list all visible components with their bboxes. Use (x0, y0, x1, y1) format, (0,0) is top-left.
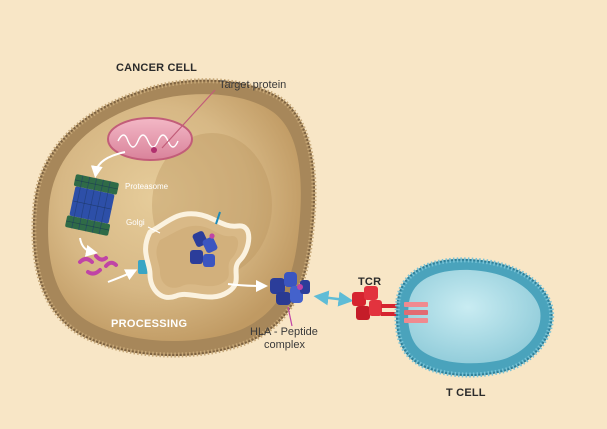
arrow-to-proteasome (90, 151, 126, 178)
label-hla-line1: HLA - Peptide (250, 326, 318, 338)
label-t-cell: T CELL (446, 387, 486, 399)
label-proteasome: Proteasome (125, 182, 169, 191)
label-cancer-cell: CANCER CELL (116, 62, 198, 74)
hla-peptide-complex (270, 272, 310, 305)
arrow-to-tap (107, 269, 138, 283)
t-cell-membrane-texture (394, 257, 555, 378)
t-cell (394, 257, 555, 378)
hla-leader (287, 306, 293, 327)
label-golgi: Golgi (126, 218, 145, 227)
arrow-to-surface (227, 279, 268, 292)
label-tcr: TCR (358, 276, 382, 288)
interaction-arrow (313, 290, 354, 307)
peptide-fragments (78, 254, 118, 276)
label-processing: PROCESSING (111, 318, 188, 330)
label-target-protein: Target protein (219, 79, 287, 91)
tcr-membrane-segments (404, 302, 428, 323)
proteasome (65, 174, 119, 236)
t-cell-cytoplasm (408, 269, 541, 364)
golgi-leader (147, 226, 161, 234)
target-protein-leader (161, 89, 216, 149)
hla-in-golgi (190, 211, 221, 267)
tcr-receptor (352, 286, 403, 320)
label-hla-line2: complex (264, 339, 305, 351)
arrow-to-peptides (79, 237, 98, 257)
